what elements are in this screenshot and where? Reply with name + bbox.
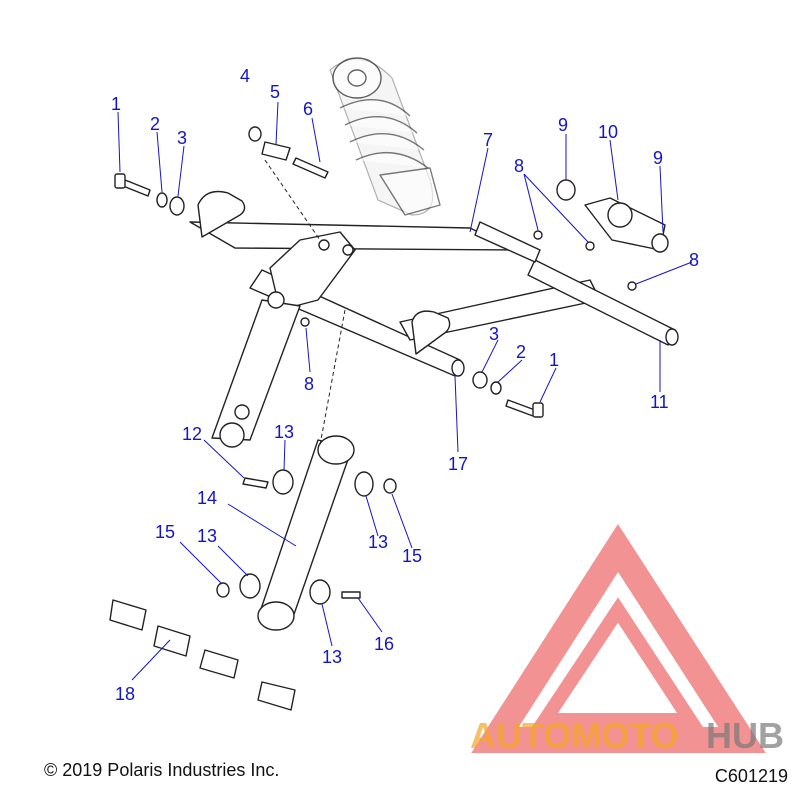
upper-link — [211, 291, 301, 448]
diagram-code: C601219 — [714, 766, 788, 786]
callout-8: 8 — [514, 156, 524, 176]
upper-a-arm — [189, 190, 679, 377]
callout-16: 16 — [374, 634, 394, 654]
callout-15: 15 — [155, 522, 175, 542]
shock-absorber — [329, 57, 441, 216]
callout-3: 3 — [489, 324, 499, 344]
callout-labels: 1 2 3 4 5 6 7 8 9 10 9 8 3 2 1 11 8 17 1… — [111, 66, 699, 704]
callout-6: 6 — [303, 99, 313, 119]
callout-14: 14 — [197, 488, 217, 508]
callout-13: 13 — [197, 526, 217, 546]
callout-12: 12 — [182, 424, 202, 444]
callout-9: 9 — [653, 148, 663, 168]
assembly-lines — [264, 159, 346, 446]
callout-18: 18 — [115, 684, 135, 704]
copyright-notice: © 2019 Polaris Industries Inc. — [44, 760, 280, 780]
callout-2: 2 — [150, 114, 160, 134]
callout-13: 13 — [322, 647, 342, 667]
callout-10: 10 — [598, 122, 618, 142]
callout-1: 1 — [111, 94, 121, 114]
callout-8: 8 — [689, 250, 699, 270]
callout-1: 1 — [549, 350, 559, 370]
automotohub-logo — [471, 523, 766, 753]
callout-15: 15 — [402, 546, 422, 566]
link-14 — [257, 435, 355, 631]
logo-word-automoto: AUTOMOTO — [470, 715, 679, 756]
callout-11: 11 — [650, 392, 669, 412]
callout-3: 3 — [177, 128, 187, 148]
logo-word-hub: HUB — [706, 715, 784, 756]
callout-7: 7 — [483, 130, 493, 150]
callout-2: 2 — [516, 342, 526, 362]
hardware — [109, 126, 669, 711]
callout-4: 4 — [240, 66, 250, 86]
leader-lines — [117, 101, 693, 681]
logo-triangle — [471, 523, 766, 753]
logo-inner-mark — [531, 597, 703, 727]
callout-17: 17 — [448, 454, 468, 474]
callout-13: 13 — [274, 422, 294, 442]
callout-9: 9 — [558, 115, 568, 135]
callout-13: 13 — [368, 532, 388, 552]
callout-8: 8 — [304, 374, 314, 394]
callout-5: 5 — [270, 82, 280, 102]
